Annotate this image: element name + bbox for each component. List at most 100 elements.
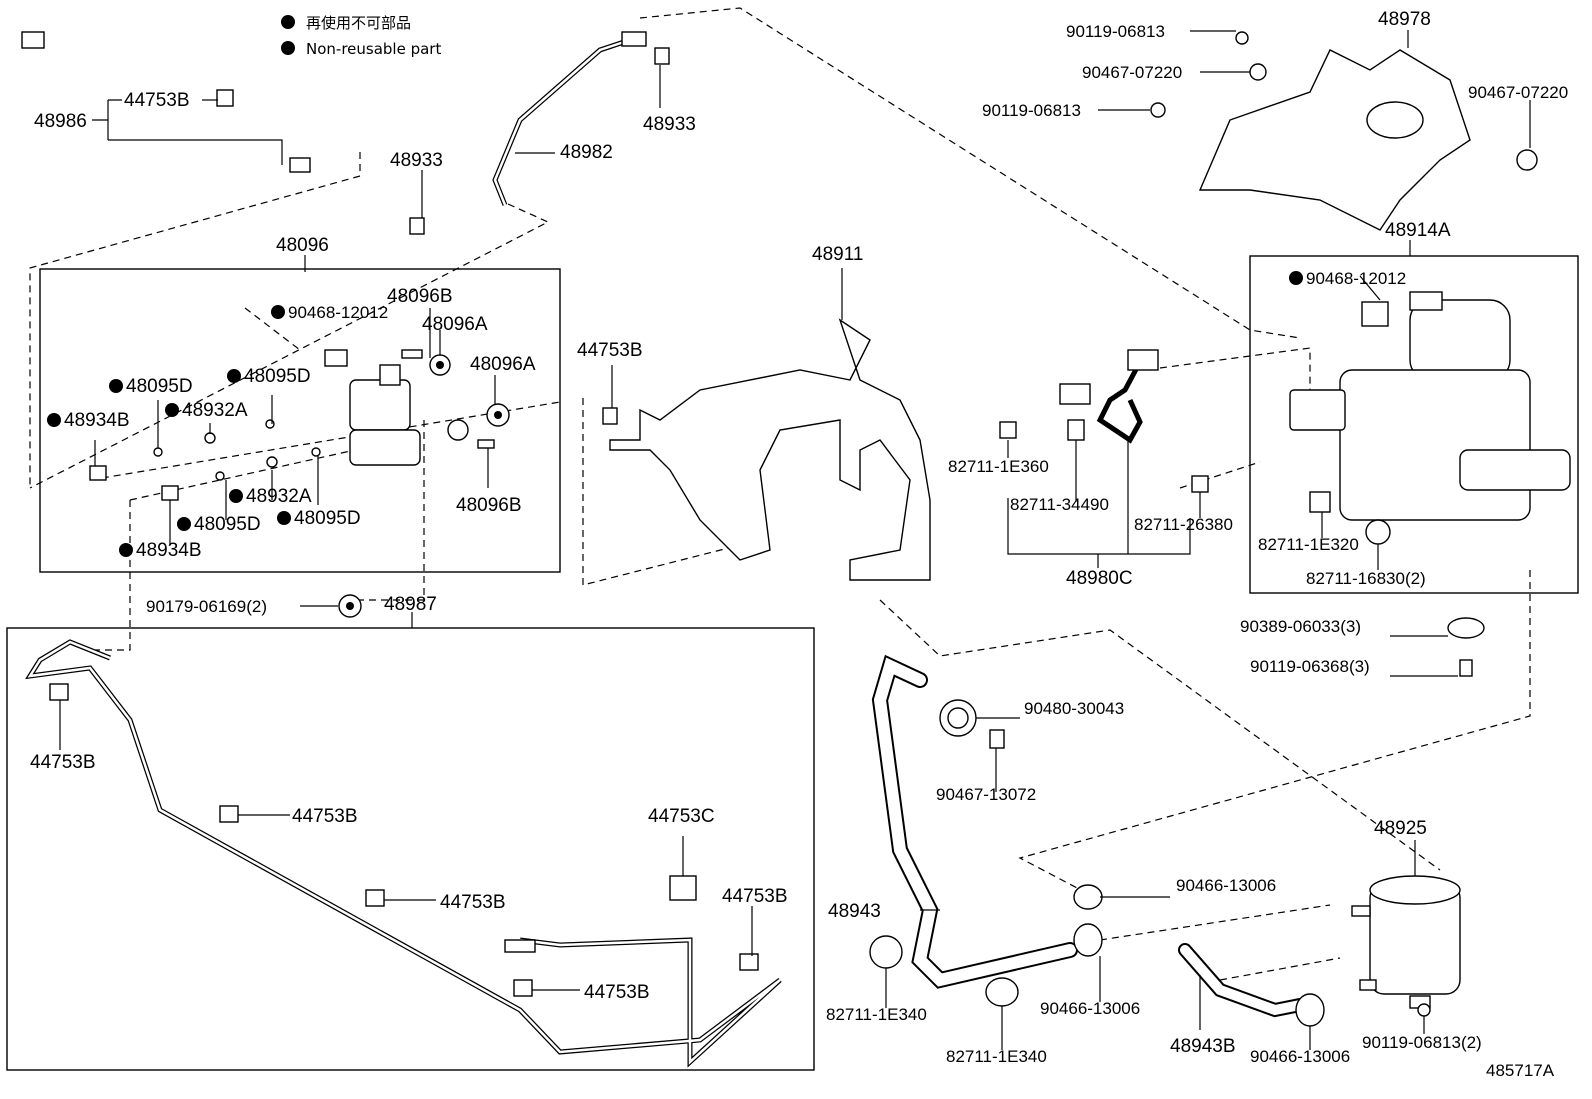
label-48911: 48911	[812, 244, 863, 265]
pump-assembly	[1289, 291, 1571, 545]
clip-icon	[669, 875, 697, 901]
connector-icon	[504, 939, 536, 953]
label-48096A: 48096A	[422, 314, 488, 335]
leader-lines	[59, 30, 1531, 1050]
legend: 再使用不可部品 Non-reusable part	[281, 14, 441, 58]
clamp-icon	[869, 935, 903, 969]
label-82711-1E340: 82711-1E340	[946, 1047, 1047, 1066]
connector-icon	[621, 31, 647, 47]
clamp-icon	[1073, 884, 1103, 910]
non-reusable-dot-icon	[281, 15, 295, 29]
bolt-icon	[1459, 659, 1473, 677]
non-reusable-dot-icon	[119, 543, 133, 557]
label-48978: 48978	[1378, 9, 1431, 30]
label-82711-1E340: 82711-1E340	[826, 1005, 927, 1024]
non-reusable-dot-icon	[1289, 271, 1303, 285]
label-44753B: 44753B	[440, 892, 506, 913]
clip-icon	[365, 889, 385, 907]
label-48095D: 48095D	[194, 514, 261, 535]
label-44753B: 44753B	[124, 90, 190, 111]
connector-icon	[289, 157, 311, 173]
label-90467-13072: 90467-13072	[936, 785, 1036, 804]
label-48095D: 48095D	[126, 376, 193, 397]
non-reusable-dot-icon	[229, 489, 243, 503]
group-box-48096	[39, 268, 561, 573]
label-48986: 48986	[34, 111, 87, 132]
grommet-icon	[1249, 63, 1267, 81]
label-44753B: 44753B	[722, 886, 788, 907]
group-box-48987	[6, 627, 815, 1071]
label-48095D: 48095D	[294, 508, 361, 529]
non-reusable-dot-icon	[109, 379, 123, 393]
non-reusable-dot-icon	[165, 403, 179, 417]
label-48932A: 48932A	[246, 486, 312, 507]
connector-icon	[21, 31, 45, 49]
label-90468-12012: 90468-12012	[1306, 269, 1406, 288]
clip-icon	[216, 89, 234, 107]
clip-icon	[654, 47, 670, 65]
clip-icon	[739, 953, 759, 971]
clip-icon	[409, 217, 425, 235]
label-44753B: 44753B	[584, 982, 650, 1003]
label-90480-30043: 90480-30043	[1024, 699, 1124, 718]
non-reusable-dot-icon	[271, 305, 285, 319]
label-44753B: 44753B	[292, 806, 358, 827]
label-90119-06813: 90119-06813	[1066, 22, 1165, 41]
legend-en: Non-reusable part	[306, 40, 441, 58]
label-48914A: 48914A	[1385, 220, 1451, 241]
clip-icon	[989, 729, 1005, 749]
grommet-icon	[1447, 617, 1485, 639]
clip-icon	[513, 979, 533, 997]
label-48934B: 48934B	[64, 410, 130, 431]
label-44753B: 44753B	[30, 752, 96, 773]
label-44753B: 44753B	[577, 340, 643, 361]
label-48096A: 48096A	[470, 354, 536, 375]
labels: 48986 44753B 48933 48982 48933 48096 480…	[30, 9, 1568, 1080]
label-90119-06368: 90119-06368(3)	[1250, 657, 1370, 676]
bracket-48911	[609, 318, 931, 581]
label-48925: 48925	[1374, 818, 1427, 839]
label-48096B: 48096B	[456, 495, 522, 516]
label-48934B: 48934B	[136, 540, 202, 561]
clamp-icon	[1295, 993, 1325, 1027]
label-48943: 48943	[828, 901, 881, 922]
parts	[21, 16, 1571, 1068]
non-reusable-dot-icon	[47, 413, 61, 427]
label-82711-16830: 82711-16830(2)	[1306, 569, 1426, 588]
label-48987: 48987	[384, 594, 437, 615]
label-48096B: 48096B	[387, 286, 453, 307]
bolt-icon	[1235, 31, 1249, 45]
label-90119-06813: 90119-06813	[982, 101, 1081, 120]
bolt-icon	[1417, 1003, 1431, 1017]
label-48982: 48982	[560, 142, 613, 163]
non-reusable-dot-icon	[281, 41, 295, 55]
label-90466-13006: 90466-13006	[1250, 1047, 1350, 1066]
clip-icon	[602, 407, 618, 425]
clamp-icon	[1073, 923, 1103, 957]
label-82711-34490: 82711-34490	[1010, 495, 1109, 514]
label-90467-07220: 90467-07220	[1082, 63, 1182, 82]
non-reusable-dot-icon	[277, 511, 291, 525]
label-90467-07220: 90467-07220	[1468, 83, 1568, 102]
label-82711-1E320: 82711-1E320	[1258, 535, 1359, 554]
label-90466-13006: 90466-13006	[1176, 876, 1276, 895]
clip-icon	[49, 683, 69, 701]
legend-jp: 再使用不可部品	[306, 14, 411, 32]
grommet-icon	[1516, 149, 1538, 171]
label-48933: 48933	[643, 114, 696, 135]
cover-48978	[1198, 49, 1471, 231]
label-48932A: 48932A	[182, 400, 248, 421]
label-48095D: 48095D	[244, 366, 311, 387]
group-box-48914A	[1249, 255, 1579, 594]
diagram-id: 485717A	[1486, 1061, 1555, 1080]
label-90466-13006: 90466-13006	[1040, 999, 1140, 1018]
clip-icon	[219, 805, 239, 823]
label-90468-12012: 90468-12012	[288, 303, 388, 322]
label-90179-06169: 90179-06169(2)	[146, 597, 267, 616]
label-48096: 48096	[276, 235, 329, 256]
clamp-icon	[985, 977, 1019, 1007]
non-reusable-dot-icon	[177, 517, 191, 531]
valve-assembly	[89, 349, 510, 501]
label-90389-06033: 90389-06033(3)	[1240, 617, 1361, 636]
